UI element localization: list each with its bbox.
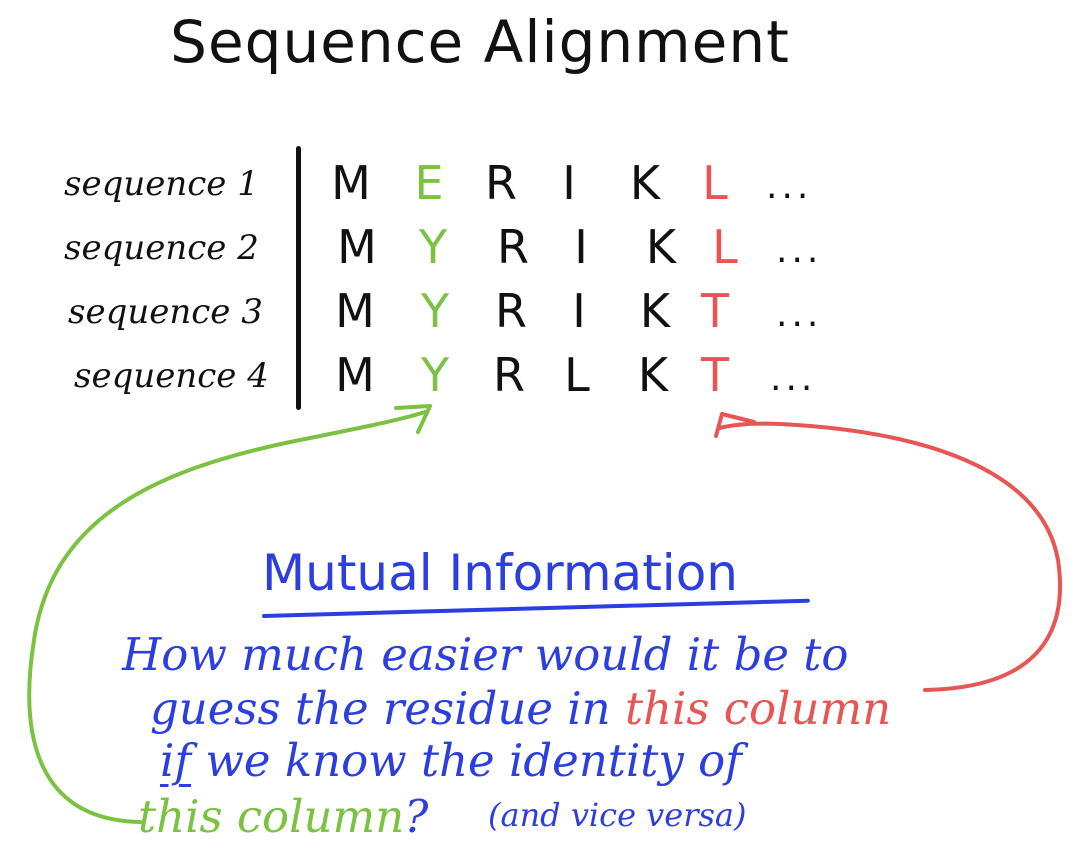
sequence-label: sequence 2 (64, 228, 259, 268)
residue-r3-c4: I (572, 284, 586, 338)
vice-versa-note: (and vice versa) (488, 796, 747, 834)
residue-r1-c4: I (562, 156, 576, 210)
question-text: guess the residue in (150, 682, 625, 735)
green-arrow-curve (27, 410, 427, 824)
question-text: How much easier would it be to (122, 628, 849, 681)
residue-r3-c3: R (495, 284, 527, 338)
residue-r1-c1: M (331, 156, 371, 210)
residue-r2-c6: L (712, 220, 738, 274)
residue-r2-c2: Y (418, 220, 448, 274)
residue-r4-c5: K (637, 348, 669, 402)
residue-r2-c1: M (337, 220, 377, 274)
residue-r1-c6: L (702, 156, 728, 210)
residue-r4-c6: T (700, 348, 730, 402)
red-arrowhead (714, 412, 756, 438)
residue-r4-c2: Y (420, 348, 450, 402)
residue-r2-c5: K (645, 220, 677, 274)
ellipsis: ... (776, 230, 823, 271)
green-arrowhead (394, 404, 432, 434)
question-line-2: guess the residue in this column (150, 682, 891, 735)
question-line-3: if we know the identity of (160, 734, 742, 787)
sequence-label: sequence 1 (64, 164, 259, 204)
residue-r3-c6: T (700, 284, 730, 338)
question-line-4: this column? (138, 790, 428, 843)
green-column-reference: this column (138, 790, 405, 843)
ellipsis: ... (770, 358, 817, 399)
residue-r2-c4: I (574, 220, 588, 274)
if-word: if (160, 734, 192, 787)
question-line-1: How much easier would it be to (122, 628, 848, 681)
question-mark: ? (404, 790, 429, 843)
residue-r1-c3: R (485, 156, 517, 210)
residue-r1-c5: K (629, 156, 661, 210)
residue-r4-c3: R (493, 348, 525, 402)
residue-r3-c1: M (335, 284, 375, 338)
residue-r3-c2: Y (420, 284, 450, 338)
residue-r1-c2: E (414, 156, 444, 210)
residue-r4-c4: L (564, 348, 590, 402)
residue-r3-c5: K (639, 284, 671, 338)
ellipsis: ... (766, 166, 813, 207)
ellipsis: ... (776, 294, 823, 335)
red-column-reference: this column (624, 682, 892, 735)
residue-r2-c3: R (497, 220, 529, 274)
mutual-information-heading: Mutual Information (262, 544, 738, 602)
diagram-title: Sequence Alignment (170, 8, 790, 76)
sequence-label: sequence 3 (68, 292, 263, 332)
red-arrow-curve (718, 421, 1063, 692)
alignment-divider (296, 146, 301, 410)
question-text: we know the identity of (191, 734, 742, 787)
sequence-label: sequence 4 (74, 356, 269, 396)
residue-r4-c1: M (335, 348, 375, 402)
